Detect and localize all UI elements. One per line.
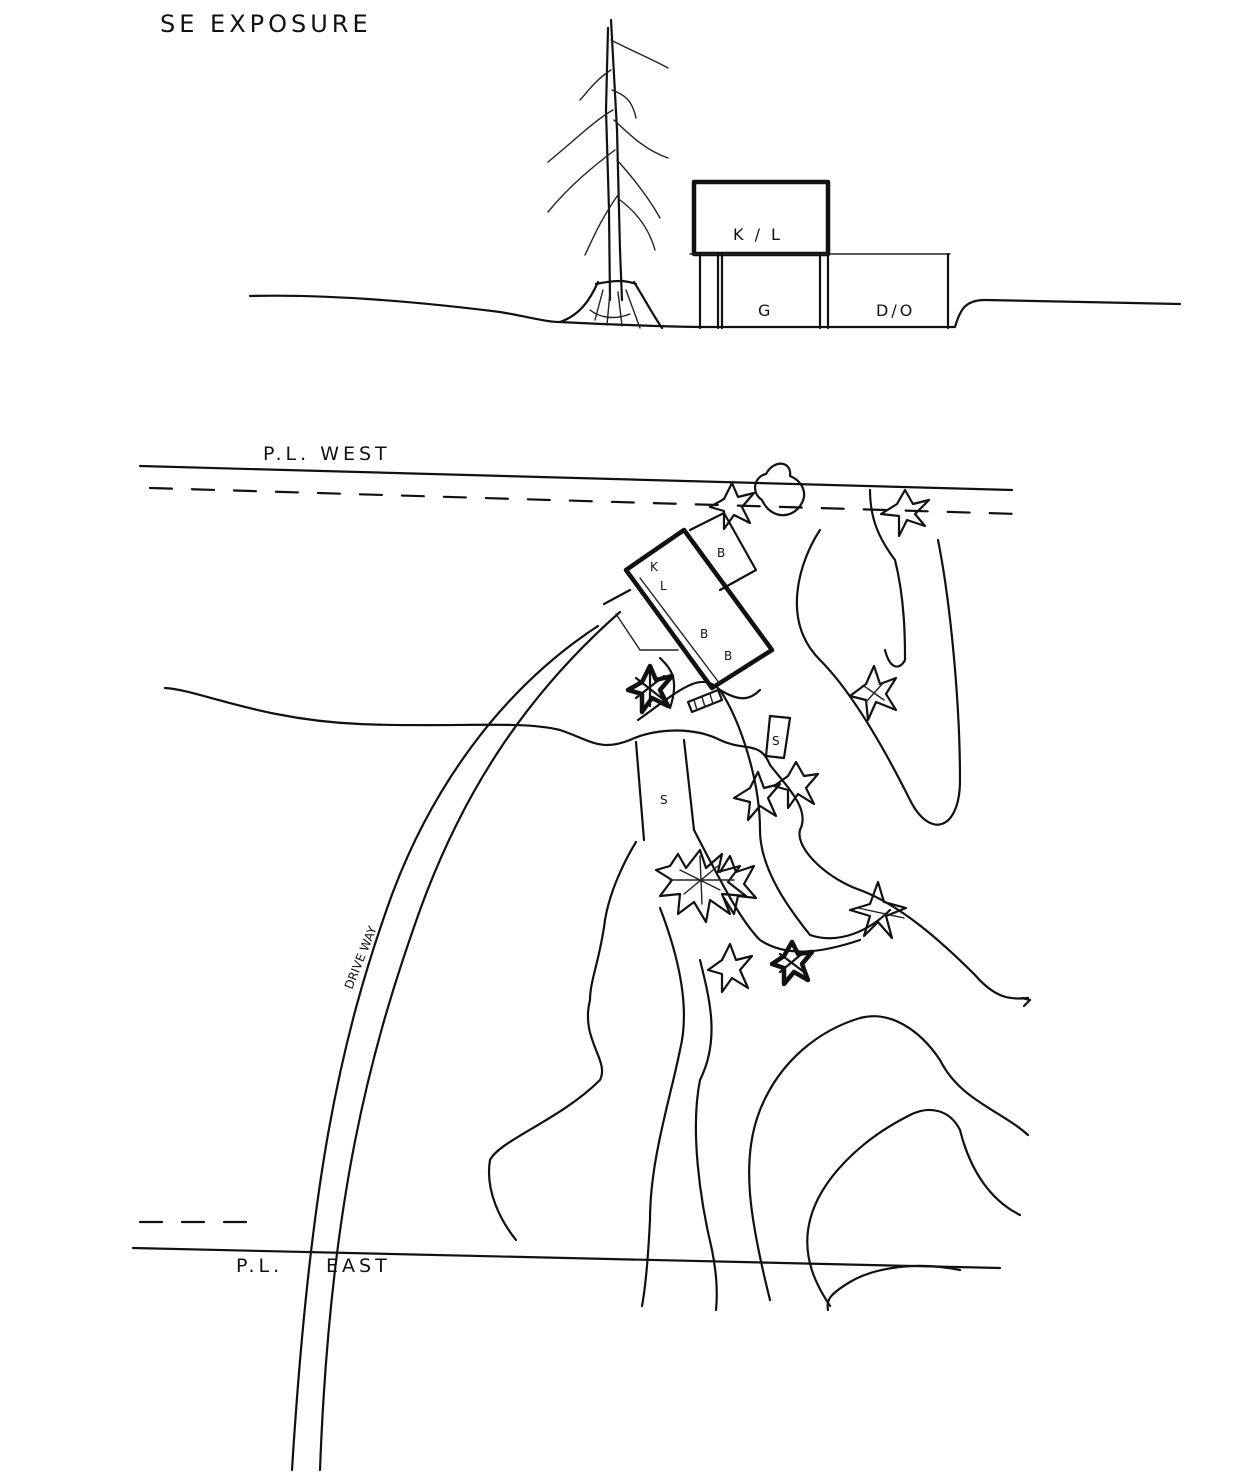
- driveway: DRIVE WAY: [290, 610, 622, 1472]
- boulder-outline: [753, 462, 806, 517]
- property-line-west: [138, 464, 1014, 492]
- shed-label-1: S: [772, 734, 780, 748]
- shed-label-2: S: [660, 793, 668, 807]
- bedroom-label-3: B: [724, 649, 732, 663]
- driveway-label: DRIVE WAY: [342, 924, 380, 992]
- den-office-label: D/O: [876, 301, 915, 320]
- bedroom-label-2: B: [700, 627, 708, 641]
- deciduous-tree-icon-dense: [769, 939, 815, 987]
- living-label: L: [660, 579, 667, 593]
- contour-lines: [163, 488, 1030, 1312]
- site-plan: P.L. WEST P.L. EAST DRIVE WAY K L B B B: [131, 443, 1032, 1472]
- deciduous-tree-icon: [772, 760, 820, 810]
- upper-floor-label: K / L: [733, 225, 783, 244]
- property-line-east: [131, 1246, 1002, 1270]
- elevation-section: K / L G D/O: [248, 18, 1182, 330]
- deciduous-tree-icon: [708, 481, 756, 531]
- sketch-title: SE EXPOSURE: [160, 10, 372, 38]
- kitchen-label: K: [650, 560, 659, 574]
- property-line-west-label: P.L. WEST: [263, 443, 391, 465]
- shed-1: S: [764, 714, 792, 760]
- deciduous-tree-icon: [879, 488, 931, 538]
- property-line-east-pl-label: P.L.: [236, 1255, 283, 1277]
- property-line-east-label: EAST: [326, 1255, 391, 1277]
- shed-2: S: [634, 738, 696, 842]
- bedroom-label-1: B: [717, 546, 725, 560]
- house-footprint: K L B B B: [602, 511, 775, 714]
- deciduous-tree-icon-dense: [625, 656, 676, 715]
- evergreen-tree-icon: [547, 18, 669, 330]
- garage-label: G: [758, 301, 773, 320]
- deciduous-tree-icon: [848, 664, 898, 722]
- deciduous-tree-icon: [706, 942, 754, 994]
- ground-line: [248, 294, 1182, 329]
- setback-line-west: [148, 486, 1020, 516]
- deciduous-tree-cluster-icon: [654, 848, 758, 924]
- deciduous-tree-icon: [848, 880, 908, 940]
